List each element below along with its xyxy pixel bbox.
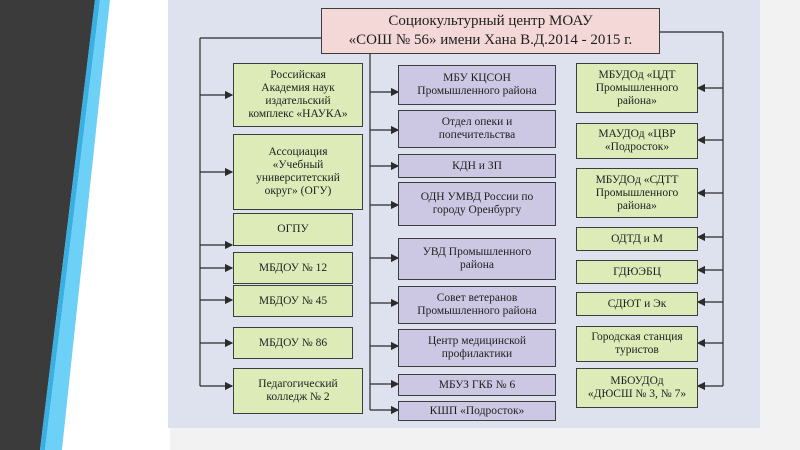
left-box-5: МБДОУ № 45 <box>233 285 353 317</box>
center-box-4: ОДН УМВД России по городу Оренбургу <box>398 182 556 226</box>
right-box-3-label: МБУДОд «СДТТ Промышленного района» <box>595 173 679 212</box>
center-box-8-label: МБУЗ ГКБ № 6 <box>438 378 516 391</box>
left-box-1: Российская Академия наук издательский ко… <box>233 63 363 127</box>
dark-stripe <box>0 0 95 450</box>
title-box: Социокультурный центр МОАУ «СОШ № 56» им… <box>321 8 660 54</box>
left-box-2: Ассоциация «Учебный университетский окру… <box>233 134 363 210</box>
center-box-5: УВД Промышленного района <box>398 238 556 280</box>
center-box-3: КДН и ЗП <box>398 154 556 178</box>
left-box-3: ОГПУ <box>233 213 353 246</box>
blue-stripe-light <box>45 0 110 450</box>
right-box-7: Городская станция туристов <box>576 326 698 362</box>
blue-stripe-thin <box>40 0 100 450</box>
left-box-4-label: МБДОУ № 12 <box>258 261 328 274</box>
center-box-4-label: ОДН УМВД России по городу Оренбургу <box>420 191 534 216</box>
center-box-2-label: Отдел опеки и попечительства <box>438 116 516 141</box>
right-box-6: СДЮТ и Эк <box>576 292 698 316</box>
center-box-2: Отдел опеки и попечительства <box>398 110 556 148</box>
right-box-3: МБУДОд «СДТТ Промышленного района» <box>576 168 698 218</box>
right-box-8-label: МБОУДОд «ДЮСШ № 3, № 7» <box>587 375 687 400</box>
right-box-7-label: Городская станция туристов <box>591 331 683 356</box>
left-box-7-label: Педагогический колледж № 2 <box>258 378 338 403</box>
right-box-1: МБУДОд «ЦДТ Промышленного района» <box>576 63 698 113</box>
center-box-9: КШП «Подросток» <box>398 401 556 421</box>
center-box-6: Совет ветеранов Промышленного района <box>398 286 556 324</box>
left-box-6-label: МБДОУ № 86 <box>258 336 328 349</box>
right-box-6-label: СДЮТ и Эк <box>607 297 667 310</box>
title-text: Социокультурный центр МОАУ «СОШ № 56» им… <box>348 13 633 48</box>
right-box-4-label: ОДТД и М <box>611 232 663 245</box>
white-band <box>62 0 170 450</box>
right-box-1-label: МБУДОд «ЦДТ Промышленного района» <box>595 68 679 107</box>
left-box-4: МБДОУ № 12 <box>233 252 353 284</box>
center-box-3-label: КДН и ЗП <box>452 159 502 172</box>
center-box-7: Центр медицинской профилактики <box>398 329 556 367</box>
right-box-8: МБОУДОд «ДЮСШ № 3, № 7» <box>576 368 698 408</box>
left-box-2-label: Ассоциация «Учебный университетский окру… <box>256 146 340 197</box>
center-box-1: МБУ КЦСОН Промышленного района <box>398 65 556 105</box>
connector-lines <box>199 31 724 415</box>
left-box-1-label: Российская Академия наук издательский ко… <box>248 69 348 120</box>
right-box-2-label: МАУДОд «ЦВР «Подросток» <box>598 128 676 153</box>
center-box-6-label: Совет ветеранов Промышленного района <box>417 292 537 317</box>
center-box-7-label: Центр медицинской профилактики <box>427 335 527 360</box>
center-box-5-label: УВД Промышленного района <box>422 246 532 271</box>
decorative-stripes <box>0 0 170 450</box>
center-box-1-label: МБУ КЦСОН Промышленного района <box>417 72 537 97</box>
right-box-5: ГДЮЭБЦ <box>576 260 698 284</box>
left-box-6: МБДОУ № 86 <box>233 327 353 359</box>
right-box-2: МАУДОд «ЦВР «Подросток» <box>576 123 698 159</box>
right-box-5-label: ГДЮЭБЦ <box>613 265 661 278</box>
center-box-8: МБУЗ ГКБ № 6 <box>398 374 556 396</box>
left-box-3-label: ОГПУ <box>277 223 309 235</box>
center-box-9-label: КШП «Подросток» <box>429 404 525 417</box>
right-box-4: ОДТД и М <box>576 227 698 251</box>
left-box-5-label: МБДОУ № 45 <box>258 294 328 307</box>
left-box-7: Педагогический колледж № 2 <box>233 368 363 414</box>
